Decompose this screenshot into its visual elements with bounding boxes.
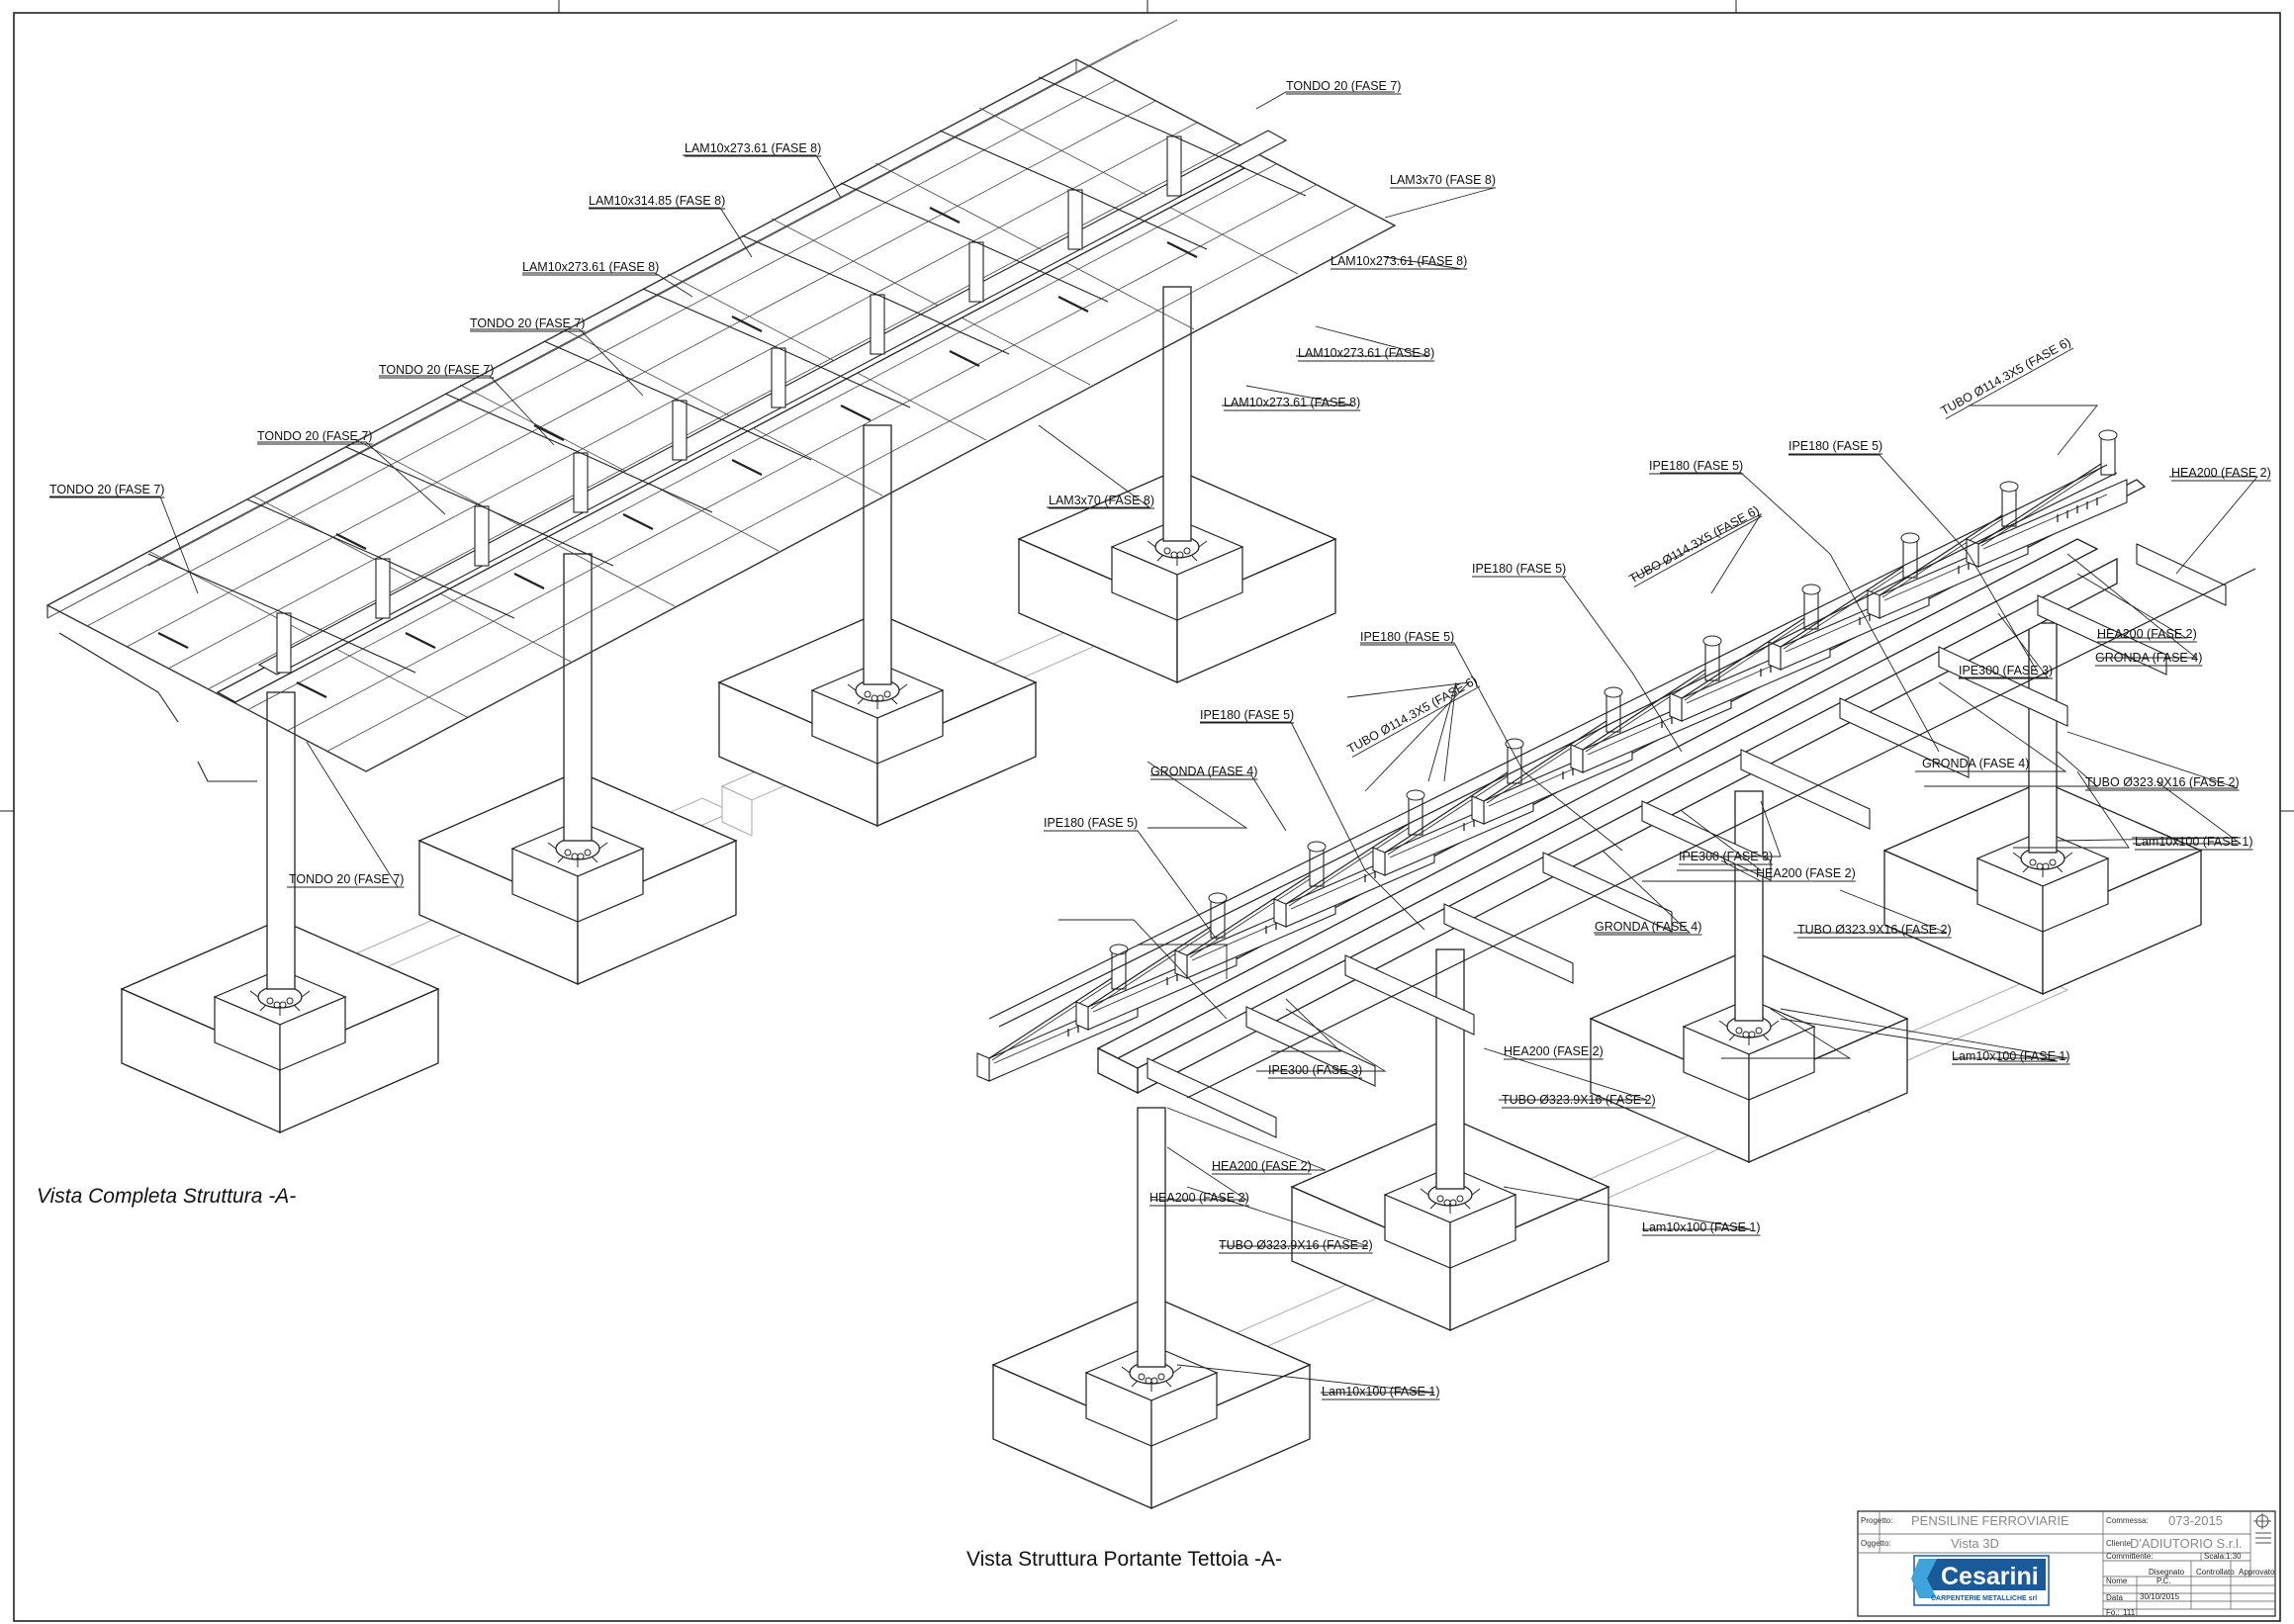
label-ipe300: IPE300 (FASE 3): [1959, 664, 2053, 677]
label-lam10x100: Lam10x100 (FASE 1): [1322, 1385, 1440, 1398]
label-lam10-273-61: LAM10x273.61 (FASE 8): [685, 141, 821, 155]
tb-object-value: Vista 3D: [1951, 1536, 1999, 1551]
labels-complete-view: TONDO 20 (FASE 7) LAM10x273.61 (FASE 8) …: [49, 79, 1496, 888]
label-lam3x70: LAM3x70 (FASE 8): [1390, 173, 1496, 187]
label-lam10-273-61: LAM10x273.61 (FASE 8): [1224, 396, 1360, 409]
label-ipe180: IPE180 (FASE 5): [1360, 630, 1454, 644]
label-hea200: HEA200 (FASE 2): [2171, 466, 2271, 480]
label-tondo-20: TONDO 20 (FASE 7): [289, 872, 404, 886]
label-ipe300: IPE300 (FASE 3): [1268, 1063, 1362, 1077]
tb-order-value: 073-2015: [2168, 1513, 2223, 1528]
complete-tie-beams: [286, 599, 1168, 1035]
tb-date-label: Data: [2106, 1593, 2123, 1602]
label-gronda: GRONDA (FASE 4): [1922, 757, 2029, 770]
logo-tagline: CARPENTERIE METALLICHE srl: [1931, 1595, 2037, 1602]
label-lam10-273-61: LAM10x273.61 (FASE 8): [1298, 346, 1434, 360]
label-ipe180: IPE180 (FASE 5): [1649, 459, 1743, 473]
tb-client-value: D'ADIUTORIO S.r.l.: [2130, 1536, 2242, 1551]
label-ipe180: IPE180 (FASE 5): [1472, 562, 1566, 576]
bearing-view-title: Vista Struttura Portante Tettoia -A-: [966, 1548, 1282, 1571]
tb-object-label: Oggetto:: [1861, 1539, 1891, 1548]
tb-sheet-value: 111: [2123, 1608, 2136, 1617]
complete-roof: [46, 19, 1397, 782]
label-gronda: GRONDA (FASE 4): [1595, 920, 1701, 934]
label-lam10x100: Lam10x100 (FASE 1): [1952, 1049, 2070, 1063]
label-lam10-314-85: LAM10x314.85 (FASE 8): [589, 194, 725, 208]
tb-project-label: Progetto:: [1861, 1516, 1892, 1525]
tb-date-value: 30/10/2015: [2140, 1592, 2180, 1601]
tb-name-label: Nome: [2106, 1577, 2128, 1585]
bearing-rear-arms: [1147, 543, 2227, 1138]
label-tubo-323: TUBO Ø323.9X16 (FASE 2): [1219, 1238, 1373, 1252]
label-hea200: HEA200 (FASE 2): [1504, 1044, 1604, 1058]
tb-project-value: PENSILINE FERROVIARIE: [1911, 1513, 2069, 1528]
label-tondo-20: TONDO 20 (FASE 7): [257, 429, 372, 443]
bearing-columns: [1137, 622, 2058, 1368]
tb-sheet-label: Fo.:: [2106, 1608, 2120, 1617]
tb-col-checked: Controllato: [2196, 1568, 2235, 1577]
cesarini-logo: Cesarini CARPENTERIE METALLICHE srl: [1911, 1555, 2050, 1606]
bearing-tubes: [988, 464, 2256, 1099]
label-tubo-114: TUBO Ø114.3X5 (FASE 6): [1345, 674, 1480, 757]
tb-consultant-label: Committente:: [2106, 1552, 2154, 1561]
label-tubo-323: TUBO Ø323.9X16 (FASE 2): [2085, 775, 2240, 789]
label-gronda: GRONDA (FASE 4): [1150, 765, 1257, 778]
label-tondo-20: TONDO 20 (FASE 7): [379, 363, 494, 377]
label-lam10x100: Lam10x100 (FASE 1): [2135, 835, 2253, 849]
label-ipe300: IPE300 (FASE 3): [1679, 850, 1773, 863]
tb-order-label: Commessa:: [2106, 1516, 2149, 1525]
complete-view-title: Vista Completa Struttura -A-: [37, 1185, 296, 1208]
leader-lines: [49, 91, 2258, 1394]
label-tubo-323: TUBO Ø323.9X16 (FASE 2): [1797, 923, 1952, 937]
tb-client-label: Cliente:: [2106, 1539, 2133, 1548]
label-lam3x70: LAM3x70 (FASE 8): [1049, 494, 1154, 507]
logo-name: Cesarini: [1941, 1563, 2039, 1590]
tb-scale-label: Scala:: [2204, 1552, 2226, 1561]
label-underline: [1633, 515, 1763, 587]
label-lam10-273-61: LAM10x273.61 (FASE 8): [522, 260, 659, 274]
label-hea200: HEA200 (FASE 2): [1212, 1159, 1312, 1173]
label-tubo-114: TUBO Ø114.3X5 (FASE 6): [1627, 503, 1762, 586]
label-hea200: HEA200 (FASE 2): [1756, 866, 1856, 880]
label-ipe180: IPE180 (FASE 5): [1044, 816, 1138, 830]
complete-structure-view: Vista Completa Struttura -A-: [37, 19, 1397, 1208]
label-lam10-273-61: LAM10x273.61 (FASE 8): [1331, 254, 1467, 268]
label-tondo-20: TONDO 20 (FASE 7): [49, 483, 164, 496]
tb-col-drawn: Disegnato: [2149, 1568, 2185, 1577]
tb-name-value: P.C.: [2156, 1577, 2171, 1585]
tb-scale-value: 1:30: [2226, 1552, 2242, 1561]
label-underline: [1945, 347, 2074, 419]
label-underline: [1351, 685, 1481, 758]
label-ipe180: IPE180 (FASE 5): [1789, 439, 1882, 453]
bearing-structure-view: Vista Struttura Portante Tettoia -A-: [966, 429, 2256, 1571]
label-tondo-20: TONDO 20 (FASE 7): [1286, 79, 1401, 93]
label-lam10x100: Lam10x100 (FASE 1): [1642, 1220, 1761, 1234]
label-tondo-20: TONDO 20 (FASE 7): [470, 316, 585, 330]
tb-col-approved: Approvato: [2239, 1568, 2275, 1577]
complete-columns: [266, 286, 1192, 990]
title-block: Progetto: PENSILINE FERROVIARIE Oggetto:…: [1857, 1510, 2276, 1617]
label-hea200: HEA200 (FASE 2): [1149, 1191, 1249, 1205]
label-gronda: GRONDA (FASE 4): [2095, 651, 2202, 665]
projection-symbol: [2253, 1513, 2271, 1544]
label-ipe180: IPE180 (FASE 5): [1200, 708, 1294, 722]
label-hea200: HEA200 (FASE 2): [2097, 627, 2197, 641]
label-tubo-323: TUBO Ø323.9X16 (FASE 2): [1502, 1093, 1656, 1107]
